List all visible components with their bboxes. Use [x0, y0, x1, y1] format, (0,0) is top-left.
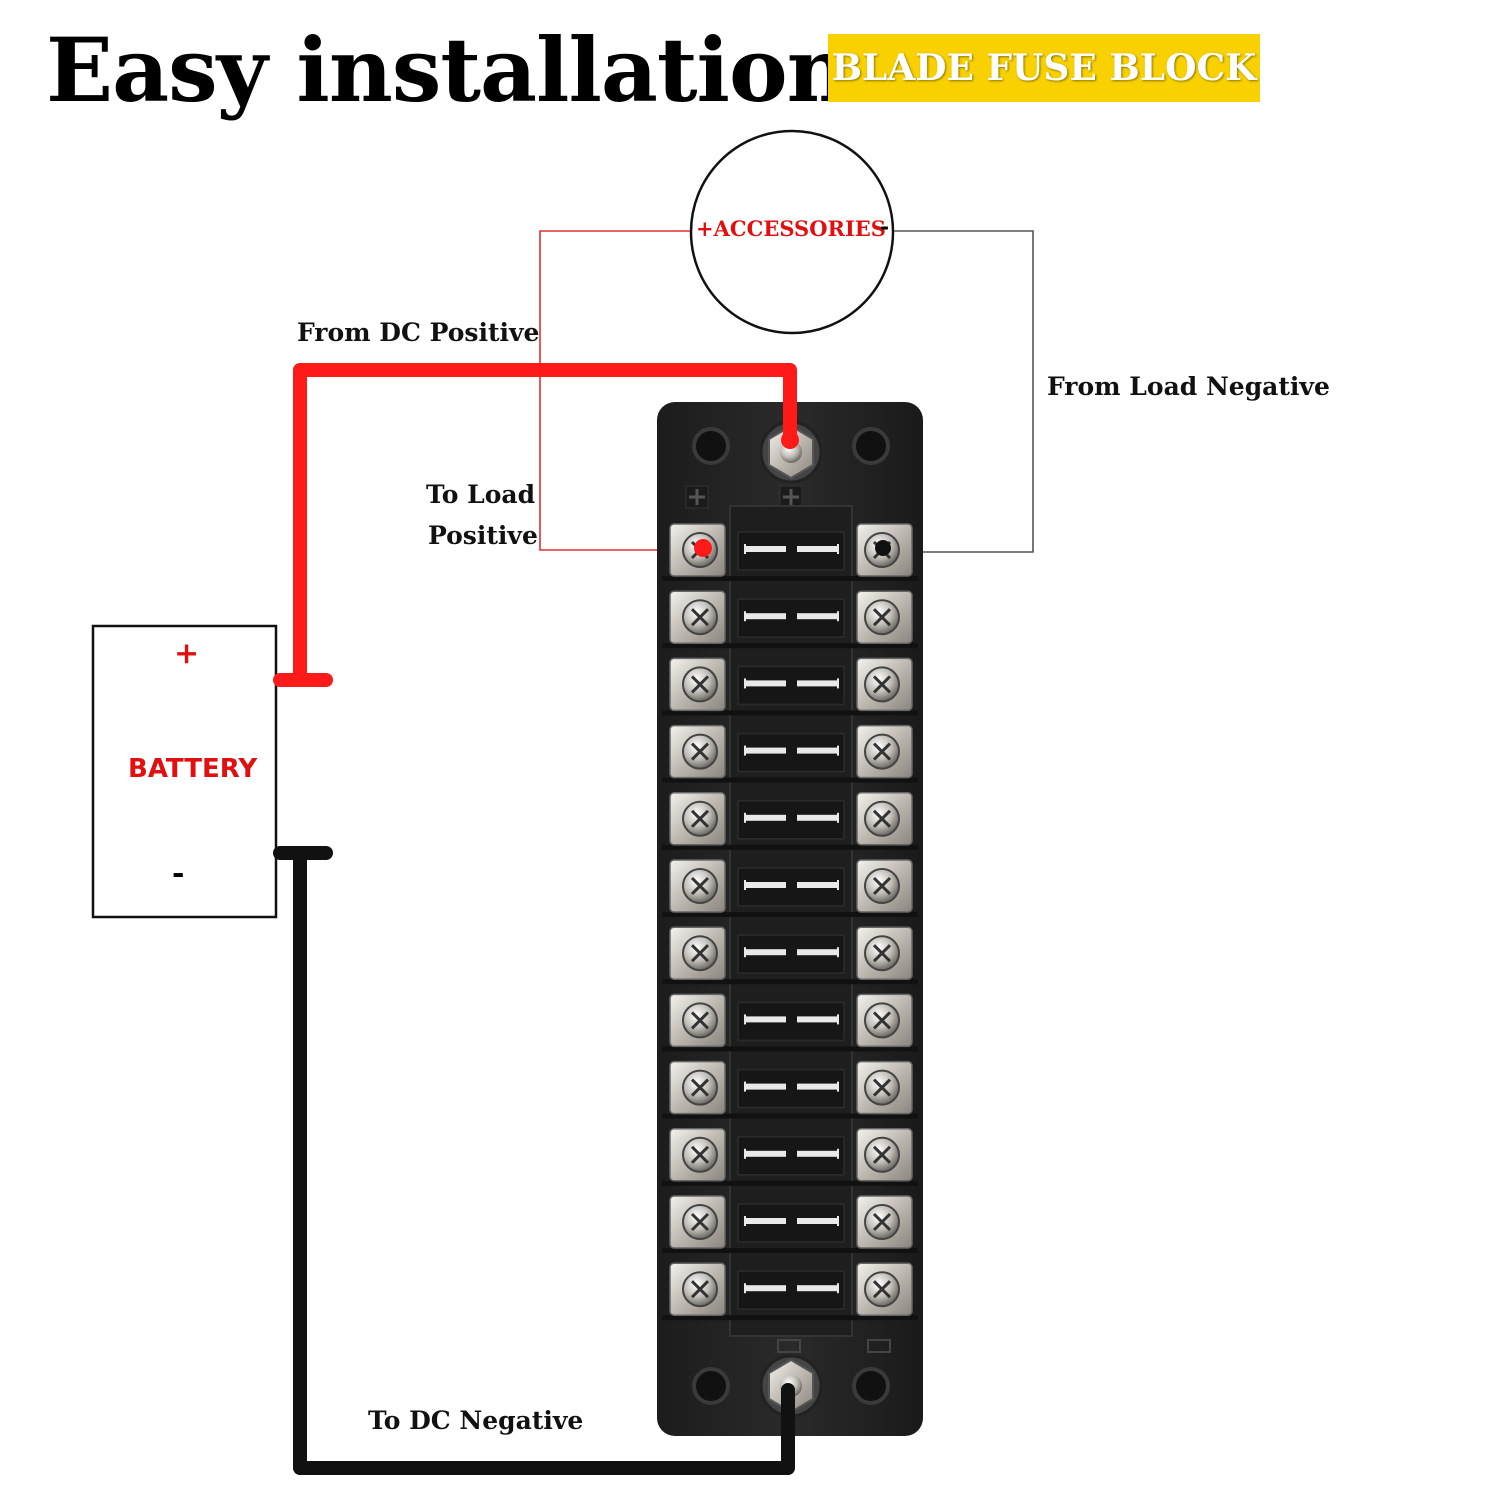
label-to-load-line1: To Load [426, 480, 536, 509]
fuse-circuit-row [662, 993, 918, 1052]
label-to-load-line2: Positive [428, 521, 538, 550]
product-badge-text: BLADE FUSE BLOCK [831, 47, 1257, 89]
load-negative-dot [875, 540, 891, 556]
fuse-circuit-row [662, 724, 918, 783]
accessories-circle [689, 129, 895, 335]
positive-wire [293, 363, 797, 687]
load-negative-line [882, 230, 1034, 553]
fuse-circuit-row [662, 657, 918, 716]
battery-plus: + [174, 636, 200, 671]
fuse-circuit-row [662, 1195, 918, 1253]
fuse-circuit-row [662, 926, 918, 985]
fuse-circuit-row [662, 590, 918, 649]
page-title: Easy installation [46, 18, 851, 122]
fuse-circuit-row [662, 1262, 918, 1321]
load-positive-line [539, 230, 703, 551]
product-badge: BLADE FUSE BLOCK [828, 34, 1260, 102]
fuse-circuit-row [662, 1128, 918, 1186]
accessories-label: +ACCESSORIES [696, 216, 886, 241]
negative-wire [293, 846, 795, 1475]
label-from-load-negative: From Load Negative [1047, 372, 1330, 401]
battery-minus: - [172, 856, 185, 891]
positive-stud-dot [781, 431, 799, 449]
load-positive-dot [694, 539, 712, 557]
label-to-dc-negative: To DC Negative [368, 1406, 584, 1435]
fuse-circuit-row [662, 1060, 918, 1119]
label-from-dc-positive: From DC Positive [297, 318, 540, 347]
fuse-circuit-row [662, 792, 918, 850]
battery-box [91, 624, 278, 919]
fuse-block [657, 402, 923, 1436]
battery-label: BATTERY [128, 754, 258, 784]
fuse-circuit-row [662, 859, 918, 917]
accessories-minus: - [880, 214, 890, 240]
